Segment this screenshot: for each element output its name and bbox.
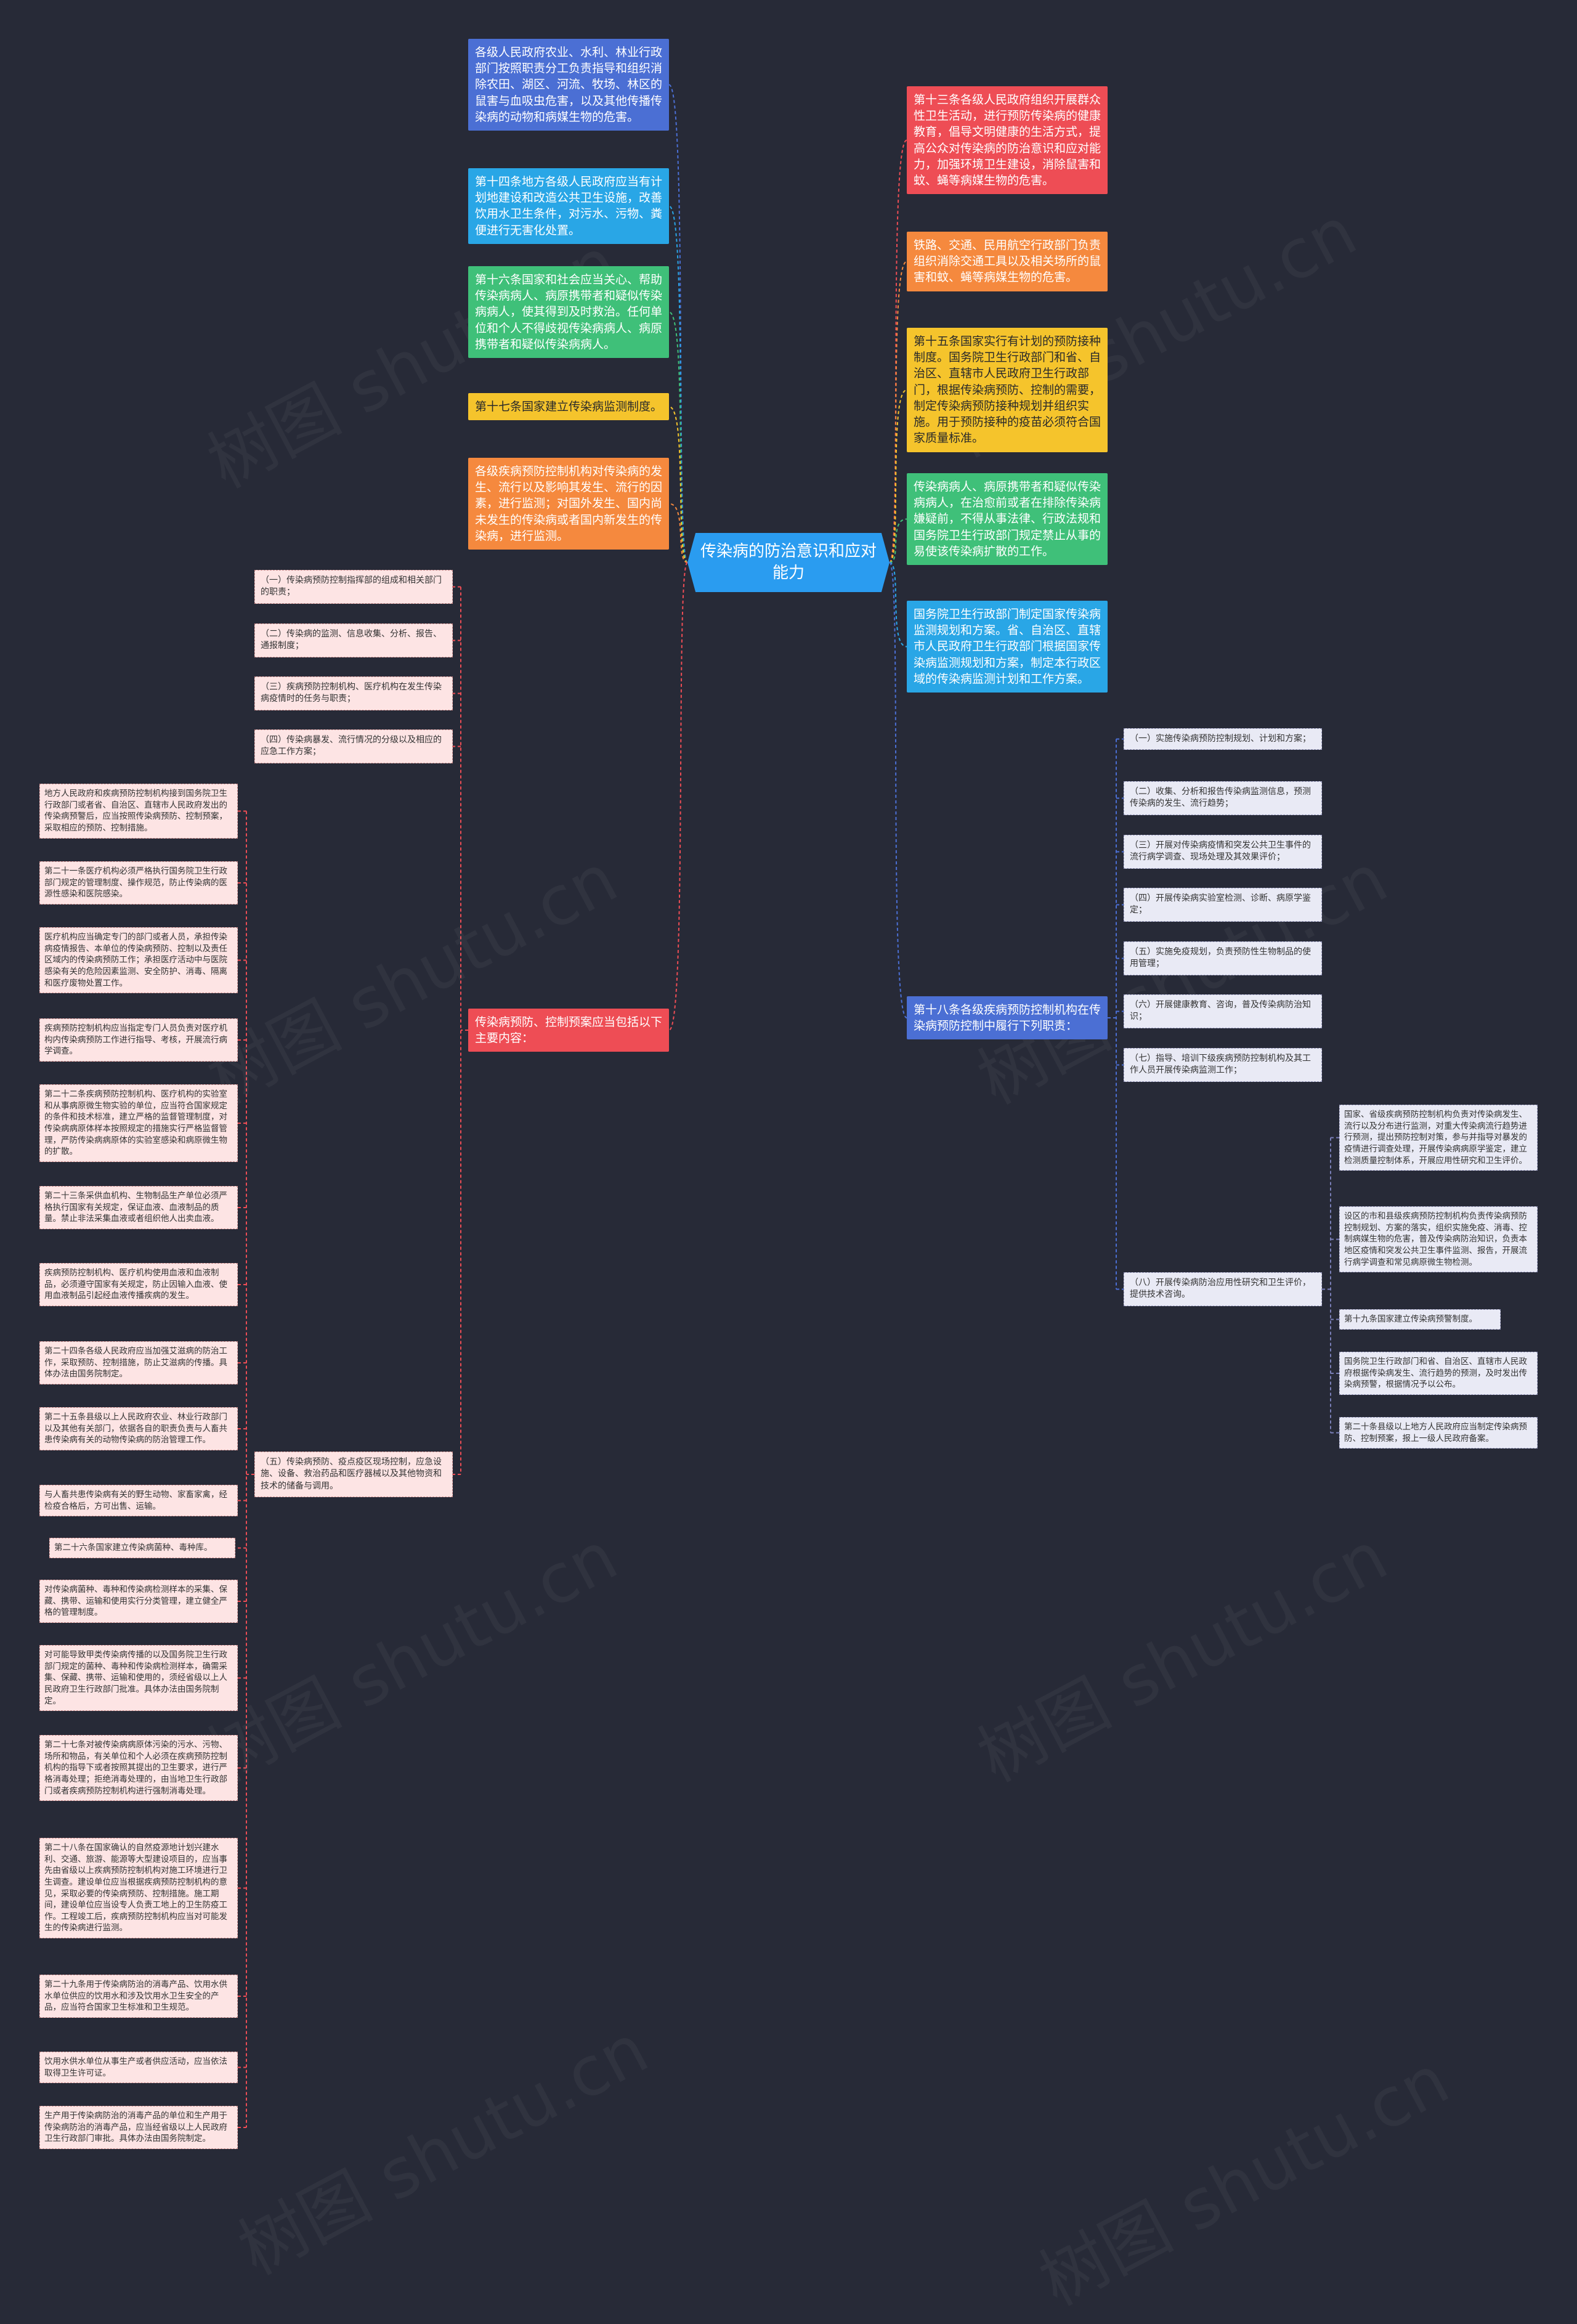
connector [889, 518, 907, 563]
connector [668, 562, 688, 1031]
far-right-item-5[interactable]: 第二十条县级以上地方人民政府应当制定传染病预防、控制预案，报上一级人民政府备案。 [1339, 1417, 1538, 1449]
left-topic-6[interactable]: 传染病预防、控制预案应当包括以下主要内容： [468, 1009, 669, 1052]
right-topic-2[interactable]: 铁路、交通、民用航空行政部门负责组织消除交通工具以及相关场所的鼠害和蚊、蝇等病媒… [907, 232, 1108, 291]
connector [668, 205, 688, 563]
far-left-item-2[interactable]: 第二十一条医疗机构必须严格执行国务院卫生行政部门规定的管理制度、操作规范，防止传… [39, 861, 238, 904]
duty-item-5[interactable]: （五）实施免疫规划，负责预防性生物制品的使用管理； [1124, 941, 1322, 975]
plan-item-5[interactable]: （五）传染病预防、疫点疫区现场控制，应急设施、设备、救治药品和医疗器械以及其他物… [254, 1452, 453, 1497]
connector [668, 84, 688, 563]
far-left-item-12[interactable]: 对传染病菌种、毒种和传染病检测样本的采集、保藏、携带、运输和使用实行分类管理，建… [39, 1580, 238, 1623]
right-topic-6[interactable]: 第十八条各级疾病预防控制机构在传染病预防控制中履行下列职责： [907, 996, 1108, 1040]
connector [668, 311, 688, 563]
right-topic-5[interactable]: 国务院卫生行政部门制定国家传染病监测规划和方案。省、自治区、直辖市人民政府卫生行… [907, 601, 1108, 693]
left-topic-2[interactable]: 第十四条地方各级人民政府应当有计划地建设和改造公共卫生设施，改善饮用水卫生条件，… [468, 168, 669, 244]
far-left-item-4[interactable]: 疾病预防控制机构应当指定专门人员负责对医疗机构内传染病预防工作进行指导、考核，开… [39, 1018, 238, 1062]
duty-item-2[interactable]: （二）收集、分析和报告传染病监测信息，预测传染病的发生、流行趋势； [1124, 781, 1322, 815]
far-left-item-3[interactable]: 医疗机构应当确定专门的部门或者人员，承担传染病疫情报告、本单位的传染病预防、控制… [39, 927, 238, 994]
plan-item-4[interactable]: （四）传染病暴发、流行情况的分级以及相应的应急工作方案； [254, 729, 453, 763]
duty-item-4[interactable]: （四）开展传染病实验室检测、诊断、病原学鉴定； [1124, 888, 1322, 922]
connector [668, 406, 688, 563]
right-topic-3[interactable]: 第十五条国家实行有计划的预防接种制度。国务院卫生行政部门和省、自治区、直辖市人民… [907, 328, 1108, 452]
duty-item-3[interactable]: （三）开展对传染病疫情和突发公共卫生事件的流行病学调查、现场处理及其效果评价； [1124, 835, 1322, 869]
far-left-item-17[interactable]: 饮用水供水单位从事生产或者供应活动，应当依法取得卫生许可证。 [39, 2052, 238, 2084]
right-topic-4[interactable]: 传染病病人、病原携带者和疑似传染病病人，在治愈前或者在排除传染病嫌疑前，不得从事… [907, 473, 1108, 566]
duty-item-6[interactable]: （六）开展健康教育、咨询，普及传染病防治知识； [1124, 994, 1322, 1028]
far-left-item-13[interactable]: 对可能导致甲类传染病传播的以及国务院卫生行政部门规定的菌种、毒种和传染病检测样本… [39, 1645, 238, 1712]
plan-item-1[interactable]: （一）传染病预防控制指挥部的组成和相关部门的职责； [254, 570, 453, 604]
far-left-item-1[interactable]: 地方人民政府和疾病预防控制机构接到国务院卫生行政部门或者省、自治区、直辖市人民政… [39, 784, 238, 839]
connector [889, 562, 907, 648]
left-topic-5[interactable]: 各级疾病预防控制机构对传染病的发生、流行以及影响其发生、流行的因素，进行监测；对… [468, 458, 669, 550]
far-left-item-9[interactable]: 第二十五条县级以上人民政府农业、林业行政部门以及其他有关部门，依据各自的职责负责… [39, 1407, 238, 1450]
far-left-item-7[interactable]: 疾病预防控制机构、医疗机构使用血液和血液制品，必须遵守国家有关规定，防止因输入血… [39, 1263, 238, 1306]
connector [668, 503, 688, 563]
central-topic[interactable]: 传染病的防治意识和应对能力 [687, 533, 890, 592]
plan-item-2[interactable]: （二）传染病的监测、信息收集、分析、报告、通报制度； [254, 624, 453, 657]
duty-item-8[interactable]: （八）开展传染病防治应用性研究和卫生评价，提供技术咨询。 [1124, 1272, 1322, 1306]
far-left-item-8[interactable]: 第二十四条各级人民政府应当加强艾滋病的防治工作，采取预防、控制措施，防止艾滋病的… [39, 1341, 238, 1384]
far-left-item-15[interactable]: 第二十八条在国家确认的自然疫源地计划兴建水利、交通、旅游、能源等大型建设项目的，… [39, 1838, 238, 1938]
plan-item-3[interactable]: （三）疾病预防控制机构、医疗机构在发生传染病疫情时的任务与职责； [254, 676, 453, 710]
far-left-item-11[interactable]: 第二十六条国家建立传染病菌种、毒种库。 [49, 1538, 235, 1558]
connector-lines [235, 84, 1339, 2128]
far-right-item-3[interactable]: 第十九条国家建立传染病预警制度。 [1339, 1309, 1501, 1330]
duty-item-7[interactable]: （七）指导、培训下级疾病预防控制机构及其工作人员开展传染病监测工作； [1124, 1048, 1322, 1082]
left-topic-1[interactable]: 各级人民政府农业、水利、林业行政部门按照职责分工负责指导和组织消除农田、湖区、河… [468, 39, 669, 131]
far-left-item-10[interactable]: 与人畜共患传染病有关的野生动物、家畜家禽，经检疫合格后，方可出售、运输。 [39, 1485, 238, 1517]
far-left-item-16[interactable]: 第二十九条用于传染病防治的消毒产品、饮用水供水单位供应的饮用水和涉及饮用水卫生安… [39, 1975, 238, 2018]
far-left-item-5[interactable]: 第二十二条疾病预防控制机构、医疗机构的实验室和从事病原微生物实验的单位，应当符合… [39, 1084, 238, 1162]
left-topic-3[interactable]: 第十六条国家和社会应当关心、帮助传染病病人、病原携带者和疑似传染病病人，使其得到… [468, 266, 669, 359]
duty-item-1[interactable]: （一）实施传染病预防控制规划、计划和方案； [1124, 728, 1322, 750]
far-left-item-18[interactable]: 生产用于传染病防治的消毒产品的单位和生产用于传染病防治的消毒产品，应当经省级以上… [39, 2106, 238, 2149]
right-topic-1[interactable]: 第十三条各级人民政府组织开展群众性卫生活动，进行预防传染病的健康教育，倡导文明健… [907, 86, 1108, 195]
left-topic-4[interactable]: 第十七条国家建立传染病监测制度。 [468, 393, 669, 421]
far-right-item-4[interactable]: 国务院卫生行政部门和省、自治区、直辖市人民政府根据传染病发生、流行趋势的预测，及… [1339, 1352, 1538, 1395]
connector [889, 261, 907, 563]
far-right-item-2[interactable]: 设区的市和县级疾病预防控制机构负责传染病预防控制规划、方案的落实，组织实施免疫、… [1339, 1206, 1538, 1273]
far-left-item-14[interactable]: 第二十七条对被传染病病原体污染的污水、污物、场所和物品，有关单位和个人必须在疾病… [39, 1735, 238, 1802]
far-right-item-1[interactable]: 国家、省级疾病预防控制机构负责对传染病发生、流行以及分布进行监测，对重大传染病流… [1339, 1105, 1538, 1171]
far-left-item-6[interactable]: 第二十三条采供血机构、生物制品生产单位必须严格执行国家有关规定，保证血液、血液制… [39, 1186, 238, 1229]
connector [889, 389, 907, 563]
connector [889, 139, 907, 563]
connector [889, 562, 907, 1018]
